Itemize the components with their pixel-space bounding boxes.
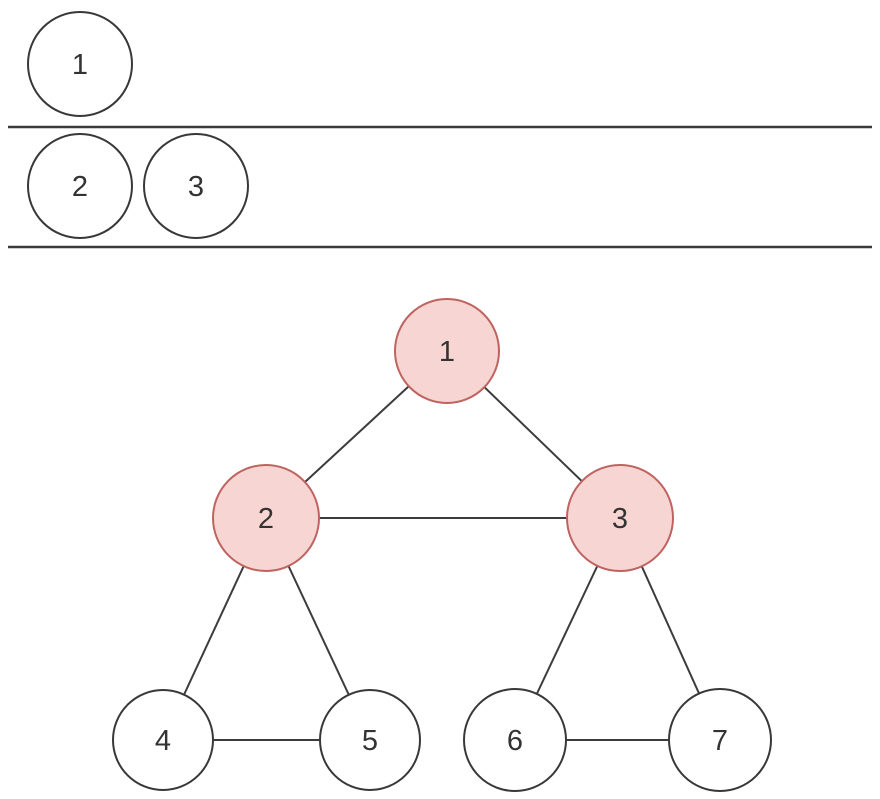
graph-node-7 (668, 688, 772, 792)
graph-node-label-5: 5 (362, 725, 378, 757)
queue-item-1 (27, 11, 133, 117)
graph-node-5 (319, 689, 421, 791)
graph-node-2 (212, 464, 320, 572)
queue-item-2 (27, 133, 133, 239)
graph-node-1 (394, 298, 500, 404)
graph-node-label-2: 2 (258, 503, 274, 535)
queue-item-3 (143, 133, 249, 239)
queue-item-label-1: 1 (72, 49, 88, 81)
graph-node-label-6: 6 (507, 725, 523, 757)
graph-node-label-3: 3 (612, 503, 628, 535)
queue-item-label-2: 2 (72, 171, 88, 203)
queue-row-1: 1 (27, 11, 133, 117)
graph-node-6 (463, 688, 567, 792)
graph-node-4 (112, 689, 214, 791)
graph-node-label-7: 7 (712, 725, 728, 757)
queue-item-label-3: 3 (188, 171, 204, 203)
graph-section: 1 2 3 4 5 6 7 (112, 298, 772, 792)
graph-node-label-1: 1 (439, 336, 455, 368)
graph-node-3 (566, 464, 674, 572)
graph-node-label-4: 4 (155, 725, 171, 757)
